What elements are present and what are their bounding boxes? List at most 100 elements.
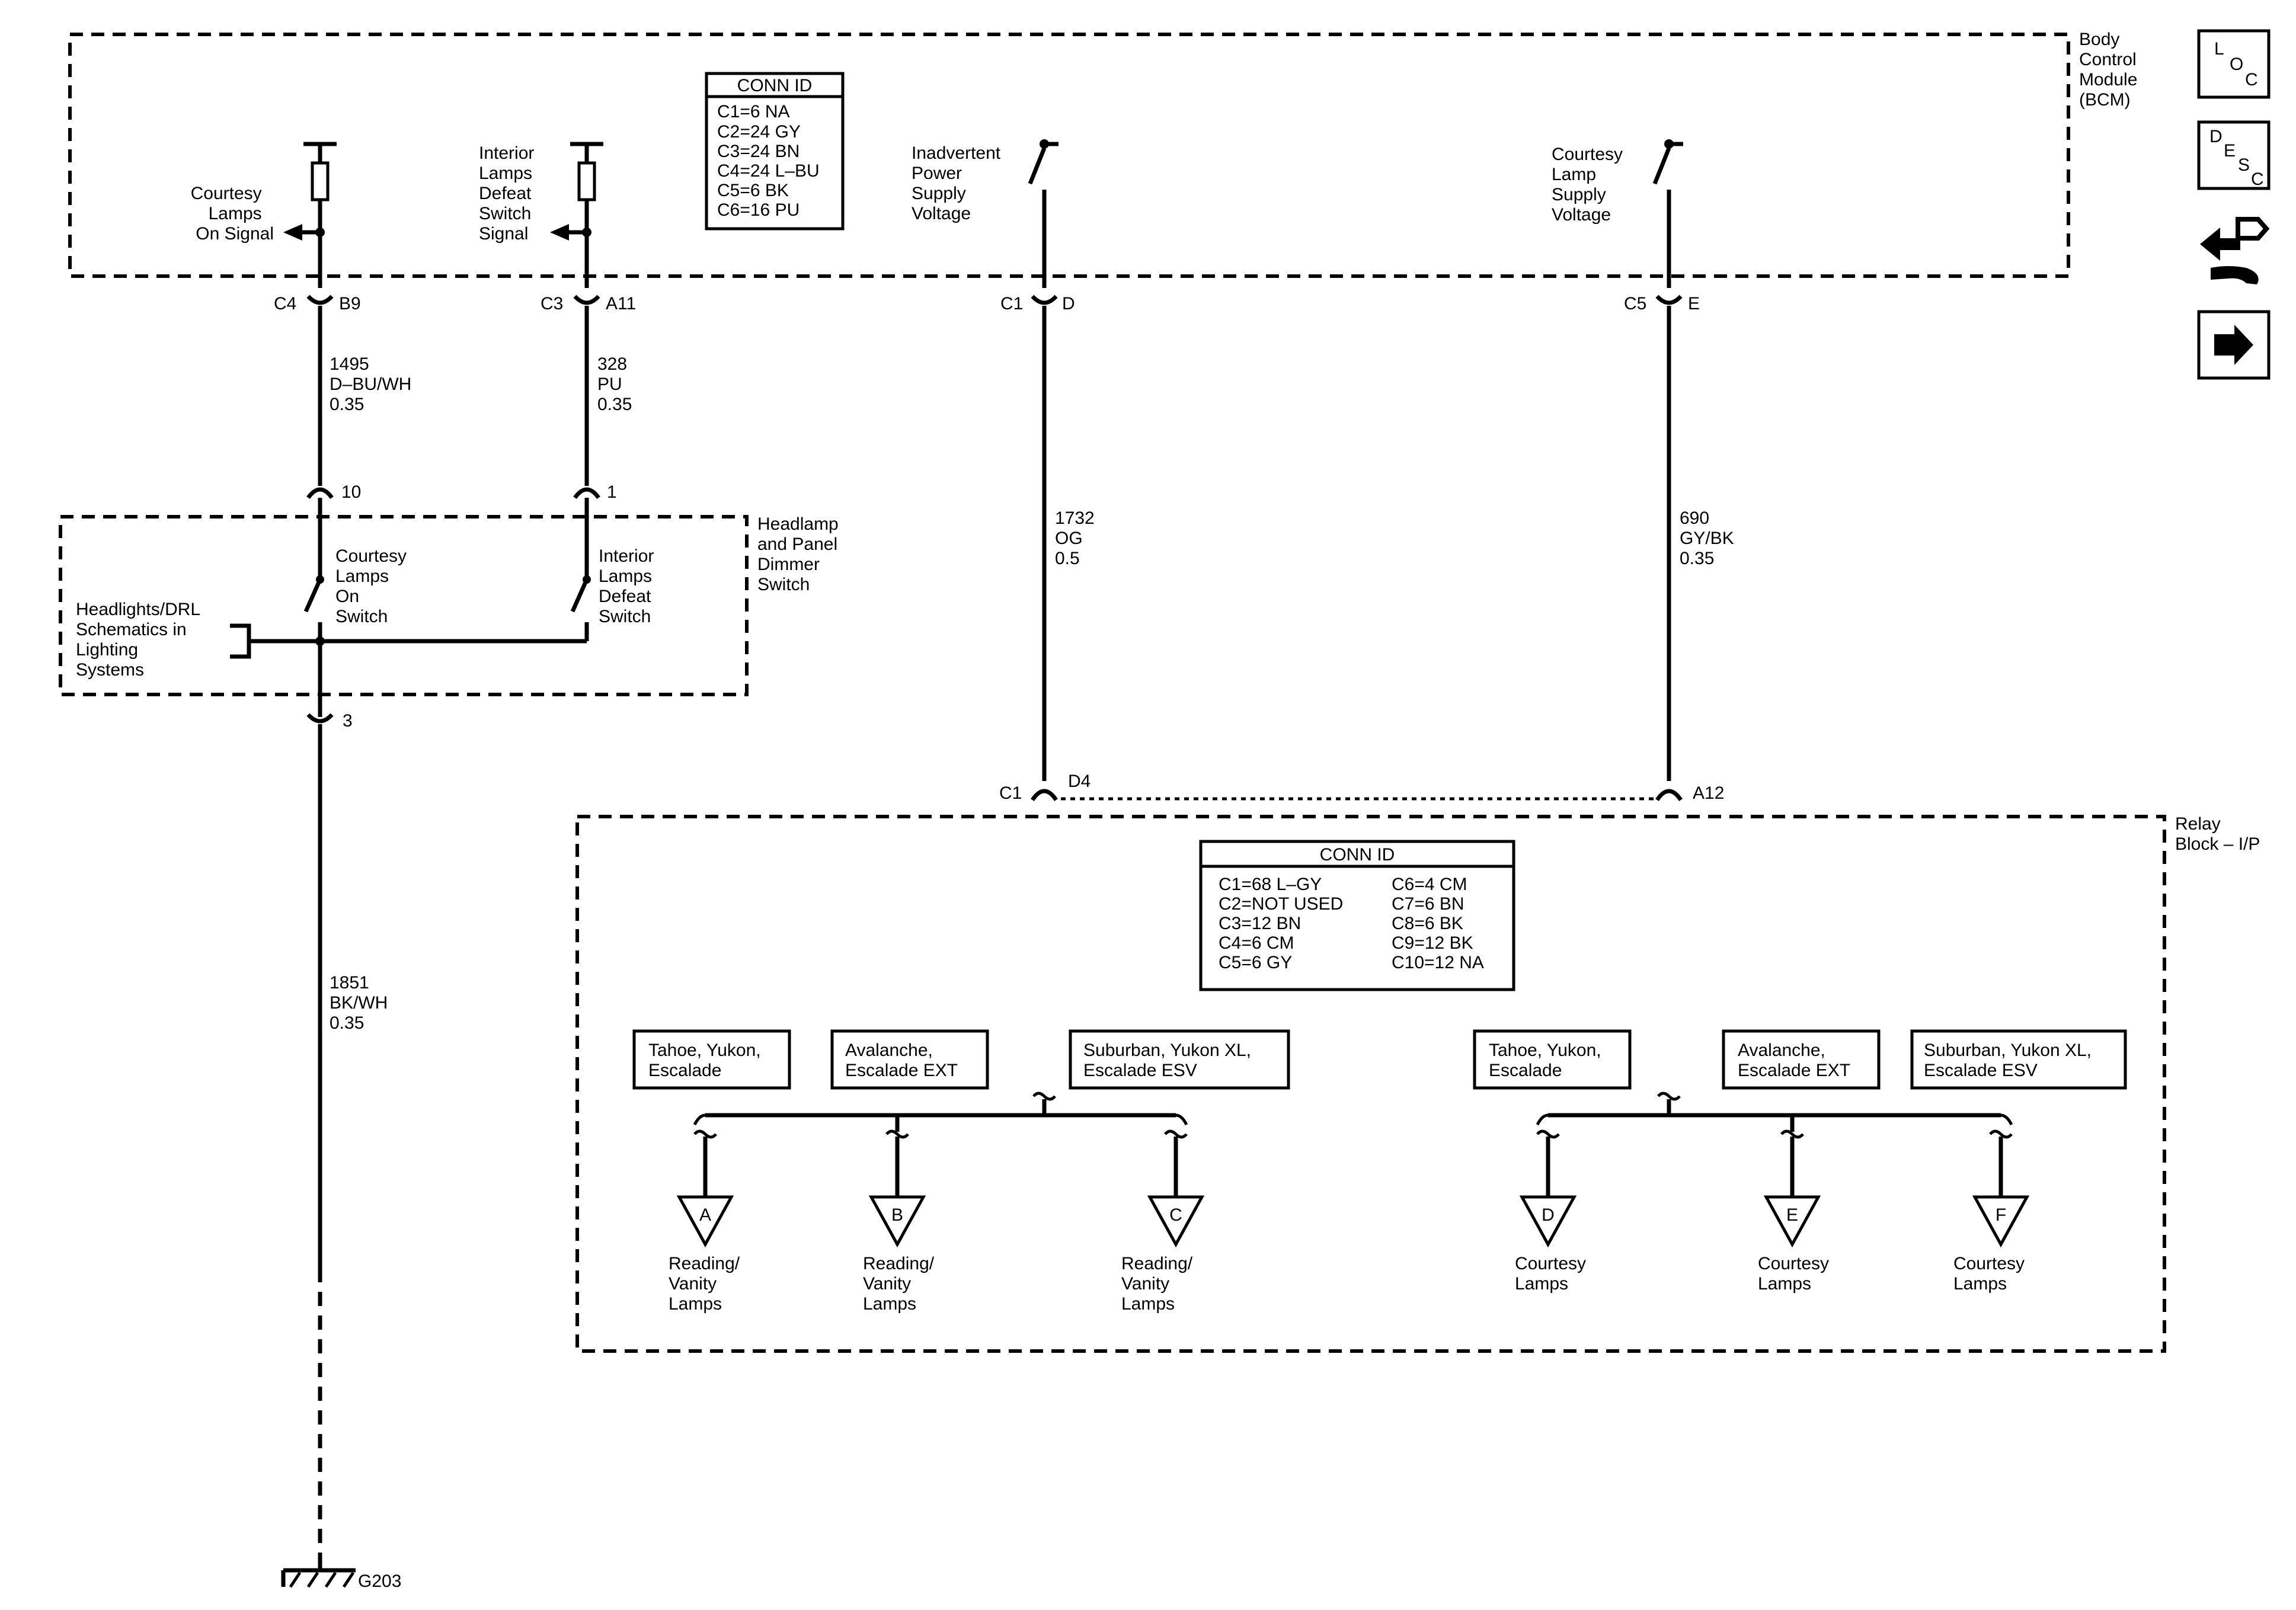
output-b: B: [868, 1115, 926, 1248]
option-box-left-2: Avalanche,Escalade EXT: [830, 1029, 989, 1090]
output-c: C: [1147, 1129, 1205, 1248]
bcm-courtesy-supply-label: Courtesy Lamp Supply Voltage: [1552, 145, 1627, 225]
headlights-drl-reference: [230, 623, 320, 659]
svg-text:Suburban, Yukon XL,Escalade ES: Suburban, Yukon XL,Escalade ESV: [1924, 1041, 2092, 1080]
output-d: D: [1519, 1129, 1577, 1248]
output-c-label: Reading/ Vanity Lamps: [1121, 1254, 1197, 1314]
output-d-label: Courtesy Lamps: [1515, 1254, 1591, 1294]
option-box-left-1: Tahoe, Yukon,Escalade: [632, 1029, 791, 1090]
switch-pin-3: 3: [306, 711, 353, 731]
output-a-label: Reading/ Vanity Lamps: [669, 1254, 744, 1314]
svg-text:B: B: [891, 1205, 903, 1225]
output-b-label: Reading/ Vanity Lamps: [863, 1254, 939, 1314]
left-branch-bus: [693, 1092, 1188, 1126]
svg-text:F: F: [1996, 1205, 2006, 1225]
svg-text:D: D: [1062, 294, 1075, 313]
svg-text:S: S: [2238, 155, 2250, 175]
wire-1732-label: 1732 OG 0.5: [1055, 508, 1099, 568]
wire-1851-label: 1851 BK/WH 0.35: [330, 973, 393, 1033]
svg-text:C1: C1: [1000, 294, 1023, 313]
bcm-connector-c1-d: C1 D: [1000, 294, 1075, 313]
relay-pin-a12: A12: [1655, 783, 1724, 803]
output-f: F: [1972, 1129, 2030, 1248]
svg-text:Avalanche,Escalade EXT: Avalanche,Escalade EXT: [1738, 1041, 1850, 1080]
ground-symbol: [281, 1558, 356, 1588]
bcm-connector-c4-b9: C4 B9: [274, 294, 361, 313]
relay-block-boundary: [575, 815, 2166, 1353]
svg-text:A11: A11: [606, 294, 636, 313]
bcm-courtesy-on-circuit: [283, 142, 337, 288]
svg-text:E: E: [2224, 141, 2236, 161]
relay-conn-id-left: C1=68 L–GY C2=NOT USED C3=12 BN C4=6 CM …: [1219, 875, 1348, 972]
output-f-label: Courtesy Lamps: [1953, 1254, 2029, 1294]
wire-690-label: 690 GY/BK 0.35: [1680, 508, 1739, 568]
bcm-name: Body Control Module (BCM): [2079, 30, 2142, 110]
svg-text:L: L: [2214, 39, 2224, 59]
wire-1495-label: 1495 D–BU/WH 0.35: [330, 354, 417, 414]
next-arrow-icon[interactable]: [2197, 310, 2271, 380]
svg-text:E: E: [1786, 1205, 1798, 1225]
svg-text:C5: C5: [1624, 294, 1646, 313]
relay-pin-c1-d4: C1 D4: [999, 772, 1091, 803]
bcm-inadvertent-label: Inadvertent Power Supply Voltage: [912, 143, 1005, 223]
bcm-interior-defeat-signal-label: Interior Lamps Defeat Switch Signal: [479, 143, 539, 244]
bcm-courtesy-supply-circuit: [1652, 139, 1683, 288]
headlamp-switch-name: Headlamp and Panel Dimmer Switch: [757, 514, 843, 594]
wire-328-label: 328 PU 0.35: [597, 354, 632, 414]
svg-text:Avalanche,Escalade EXT: Avalanche,Escalade EXT: [845, 1041, 958, 1080]
svg-text:C1: C1: [999, 783, 1022, 803]
connector-tool-icon[interactable]: [2200, 217, 2270, 284]
svg-text:E: E: [1688, 294, 1700, 313]
output-a: A: [676, 1129, 734, 1248]
headlamp-switch-boundary: [59, 515, 749, 696]
output-e-label: Courtesy Lamps: [1758, 1254, 1834, 1294]
bcm-courtesy-on-signal-label: Courtesy Lamps On Signal: [191, 184, 274, 244]
courtesy-lamps-on-switch: [303, 498, 325, 717]
svg-text:O: O: [2230, 55, 2243, 74]
svg-text:10: 10: [341, 482, 361, 502]
switch-pin-10: 10: [306, 482, 361, 502]
relay-conn-id-box: CONN ID C1=68 L–GY C2=NOT USED C3=12 BN …: [1199, 840, 1515, 991]
courtesy-lamps-on-switch-label: Courtesy Lamps On Switch: [335, 546, 411, 626]
option-box-right-1: Tahoe, Yukon,Escalade: [1473, 1029, 1632, 1090]
switch-pin-1: 1: [573, 482, 617, 502]
relay-block-name: Relay Block – I/P: [2175, 814, 2260, 854]
svg-text:C: C: [1169, 1205, 1182, 1225]
output-e: E: [1763, 1115, 1821, 1248]
bcm-conn-id-box: CONN ID C1=6 NA C2=24 GY C3=24 BN C4=24 …: [705, 72, 845, 231]
svg-text:D4: D4: [1068, 772, 1091, 791]
bcm-connector-c3-a11: C3 A11: [541, 294, 636, 313]
svg-text:1: 1: [607, 482, 617, 502]
svg-text:Tahoe, Yukon,Escalade: Tahoe, Yukon,Escalade: [1489, 1041, 1601, 1080]
bcm-boundary: [68, 33, 2070, 278]
ground-label: G203: [358, 1571, 401, 1591]
right-branch-bus: [1536, 1092, 2013, 1126]
svg-text:D: D: [1542, 1205, 1555, 1225]
relay-conn-id-title: CONN ID: [1320, 845, 1395, 865]
svg-text:Suburban, Yukon XL,Escalade ES: Suburban, Yukon XL,Escalade ESV: [1083, 1041, 1251, 1080]
option-box-right-2: Avalanche,Escalade EXT: [1722, 1029, 1881, 1090]
svg-text:Tahoe, Yukon,Escalade: Tahoe, Yukon,Escalade: [648, 1041, 761, 1080]
relay-conn-id-right: C6=4 CM C7=6 BN C8=6 BK C9=12 BK C10=12 …: [1392, 875, 1484, 972]
bcm-conn-id-list: C1=6 NA C2=24 GY C3=24 BN C4=24 L–BU C5=…: [717, 102, 824, 220]
svg-text:D: D: [2209, 127, 2223, 146]
interior-lamps-defeat-switch-label: Interior Lamps Defeat Switch: [599, 546, 659, 626]
headlights-drl-reference-label: Headlights/DRL Schematics in Lighting Sy…: [76, 600, 204, 680]
interior-lamps-defeat-switch: [320, 498, 591, 644]
svg-text:C3: C3: [541, 294, 563, 313]
option-box-right-3: Suburban, Yukon XL,Escalade ESV: [1910, 1029, 2127, 1090]
svg-text:A: A: [699, 1205, 711, 1225]
option-box-left-3: Suburban, Yukon XL,Escalade ESV: [1069, 1029, 1290, 1090]
bcm-inadvertent-power-circuit: [1028, 139, 1059, 288]
svg-text:C: C: [2251, 169, 2264, 189]
svg-text:C: C: [2245, 70, 2258, 89]
loc-icon[interactable]: L O C: [2197, 29, 2271, 99]
svg-text:B9: B9: [339, 294, 361, 313]
bcm-conn-id-title: CONN ID: [737, 76, 813, 95]
bcm-interior-defeat-circuit: [550, 142, 603, 288]
desc-icon[interactable]: D E S C: [2197, 120, 2271, 190]
bcm-connector-c5-e: C5 E: [1624, 294, 1700, 313]
svg-text:C4: C4: [274, 294, 296, 313]
svg-text:A12: A12: [1693, 783, 1724, 803]
